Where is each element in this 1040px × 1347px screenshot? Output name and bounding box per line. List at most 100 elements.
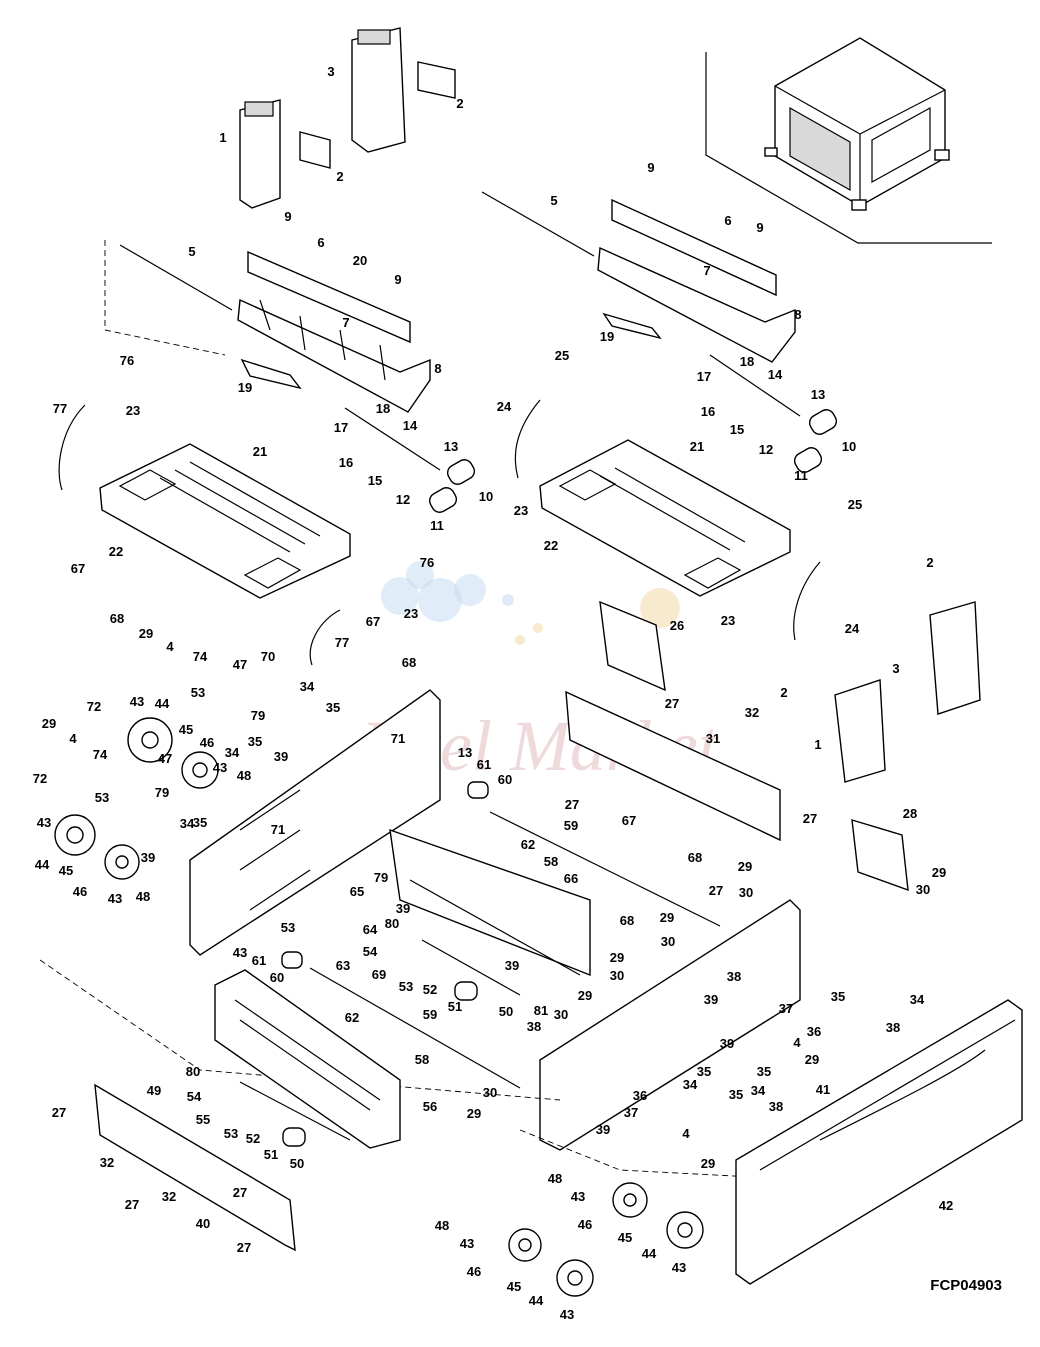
callout-35: 35 (697, 1064, 711, 1079)
callout-29: 29 (932, 865, 946, 880)
callout-13: 13 (811, 387, 825, 402)
callout-28: 28 (903, 806, 917, 821)
callout-80: 80 (186, 1064, 200, 1079)
callout-21: 21 (253, 444, 267, 459)
callout-76: 76 (120, 353, 134, 368)
callout-30: 30 (483, 1085, 497, 1100)
callout-68: 68 (402, 655, 416, 670)
callout-2: 2 (336, 169, 343, 184)
callout-39: 39 (396, 901, 410, 916)
callout-32: 32 (162, 1189, 176, 1204)
callout-39: 39 (505, 958, 519, 973)
callout-32: 32 (745, 705, 759, 720)
callout-12: 12 (759, 442, 773, 457)
callout-39: 39 (274, 749, 288, 764)
callout-24: 24 (497, 399, 512, 414)
callout-15: 15 (730, 422, 744, 437)
callout-53: 53 (191, 685, 205, 700)
callout-43: 43 (213, 760, 227, 775)
callout-19: 19 (238, 380, 252, 395)
callout-59: 59 (423, 1007, 437, 1022)
callout-40: 40 (196, 1216, 210, 1231)
callout-27: 27 (52, 1105, 66, 1120)
callout-52: 52 (423, 982, 437, 997)
callout-58: 58 (544, 854, 558, 869)
callout-17: 17 (334, 420, 348, 435)
callout-6: 6 (317, 235, 324, 250)
callout-71: 71 (271, 822, 285, 837)
callout-30: 30 (661, 934, 675, 949)
callout-43: 43 (233, 945, 247, 960)
callout-2: 2 (926, 555, 933, 570)
callout-60: 60 (498, 772, 512, 787)
callout-50: 50 (499, 1004, 513, 1019)
callout-56: 56 (423, 1099, 437, 1114)
callout-1: 1 (219, 130, 226, 145)
callout-62: 62 (521, 837, 535, 852)
callout-66: 66 (564, 871, 578, 886)
callout-39: 39 (596, 1122, 610, 1137)
callout-3: 3 (892, 661, 899, 676)
figure-id: FCP04903 (930, 1277, 1002, 1294)
callout-8: 8 (794, 307, 801, 322)
callout-10: 10 (842, 439, 856, 454)
callout-43: 43 (672, 1260, 686, 1275)
callout-23: 23 (721, 613, 735, 628)
callout-34: 34 (910, 992, 925, 1007)
callout-21: 21 (690, 439, 704, 454)
callout-12: 12 (396, 492, 410, 507)
callout-60: 60 (270, 970, 284, 985)
callout-79: 79 (374, 870, 388, 885)
callout-7: 7 (703, 263, 710, 278)
callout-27: 27 (125, 1197, 139, 1212)
callout-30: 30 (739, 885, 753, 900)
callout-47: 47 (158, 751, 172, 766)
callout-25: 25 (555, 348, 569, 363)
callout-35: 35 (326, 700, 340, 715)
callout-43: 43 (571, 1189, 585, 1204)
callout-54: 54 (363, 944, 378, 959)
callout-9: 9 (647, 160, 654, 175)
callout-36: 36 (807, 1024, 821, 1039)
callout-23: 23 (126, 403, 140, 418)
callout-69: 69 (372, 967, 386, 982)
callout-38: 38 (527, 1019, 541, 1034)
callout-35: 35 (757, 1064, 771, 1079)
callout-46: 46 (73, 884, 87, 899)
callout-38: 38 (769, 1099, 783, 1114)
callout-76: 76 (420, 555, 434, 570)
paper-tray-left (58, 404, 351, 666)
front-cover (735, 999, 1023, 1285)
callout-23: 23 (514, 503, 528, 518)
callout-53: 53 (224, 1126, 238, 1141)
callout-4: 4 (69, 731, 77, 746)
callout-4: 4 (682, 1126, 690, 1141)
callout-39: 39 (720, 1036, 734, 1051)
callout-27: 27 (237, 1240, 251, 1255)
callout-45: 45 (59, 863, 73, 878)
callout-46: 46 (578, 1217, 592, 1232)
callout-22: 22 (109, 544, 123, 559)
callout-15: 15 (368, 473, 382, 488)
callout-68: 68 (688, 850, 702, 865)
callout-41: 41 (816, 1082, 830, 1097)
callout-30: 30 (554, 1007, 568, 1022)
callout-24: 24 (845, 621, 860, 636)
callout-43: 43 (130, 694, 144, 709)
callout-7: 7 (342, 315, 349, 330)
callout-59: 59 (564, 818, 578, 833)
callout-27: 27 (709, 883, 723, 898)
callout-35: 35 (729, 1087, 743, 1102)
callout-72: 72 (33, 771, 47, 786)
callout-43: 43 (460, 1236, 474, 1251)
callout-29: 29 (660, 910, 674, 925)
paper-tray-right (514, 399, 821, 641)
callout-11: 11 (430, 518, 444, 533)
gears-and-rollers (54, 409, 838, 1297)
callout-65: 65 (350, 884, 364, 899)
callout-13: 13 (444, 439, 458, 454)
callout-48: 48 (548, 1171, 562, 1186)
callout-2: 2 (456, 96, 463, 111)
callout-62: 62 (345, 1010, 359, 1025)
callout-23: 23 (404, 606, 418, 621)
